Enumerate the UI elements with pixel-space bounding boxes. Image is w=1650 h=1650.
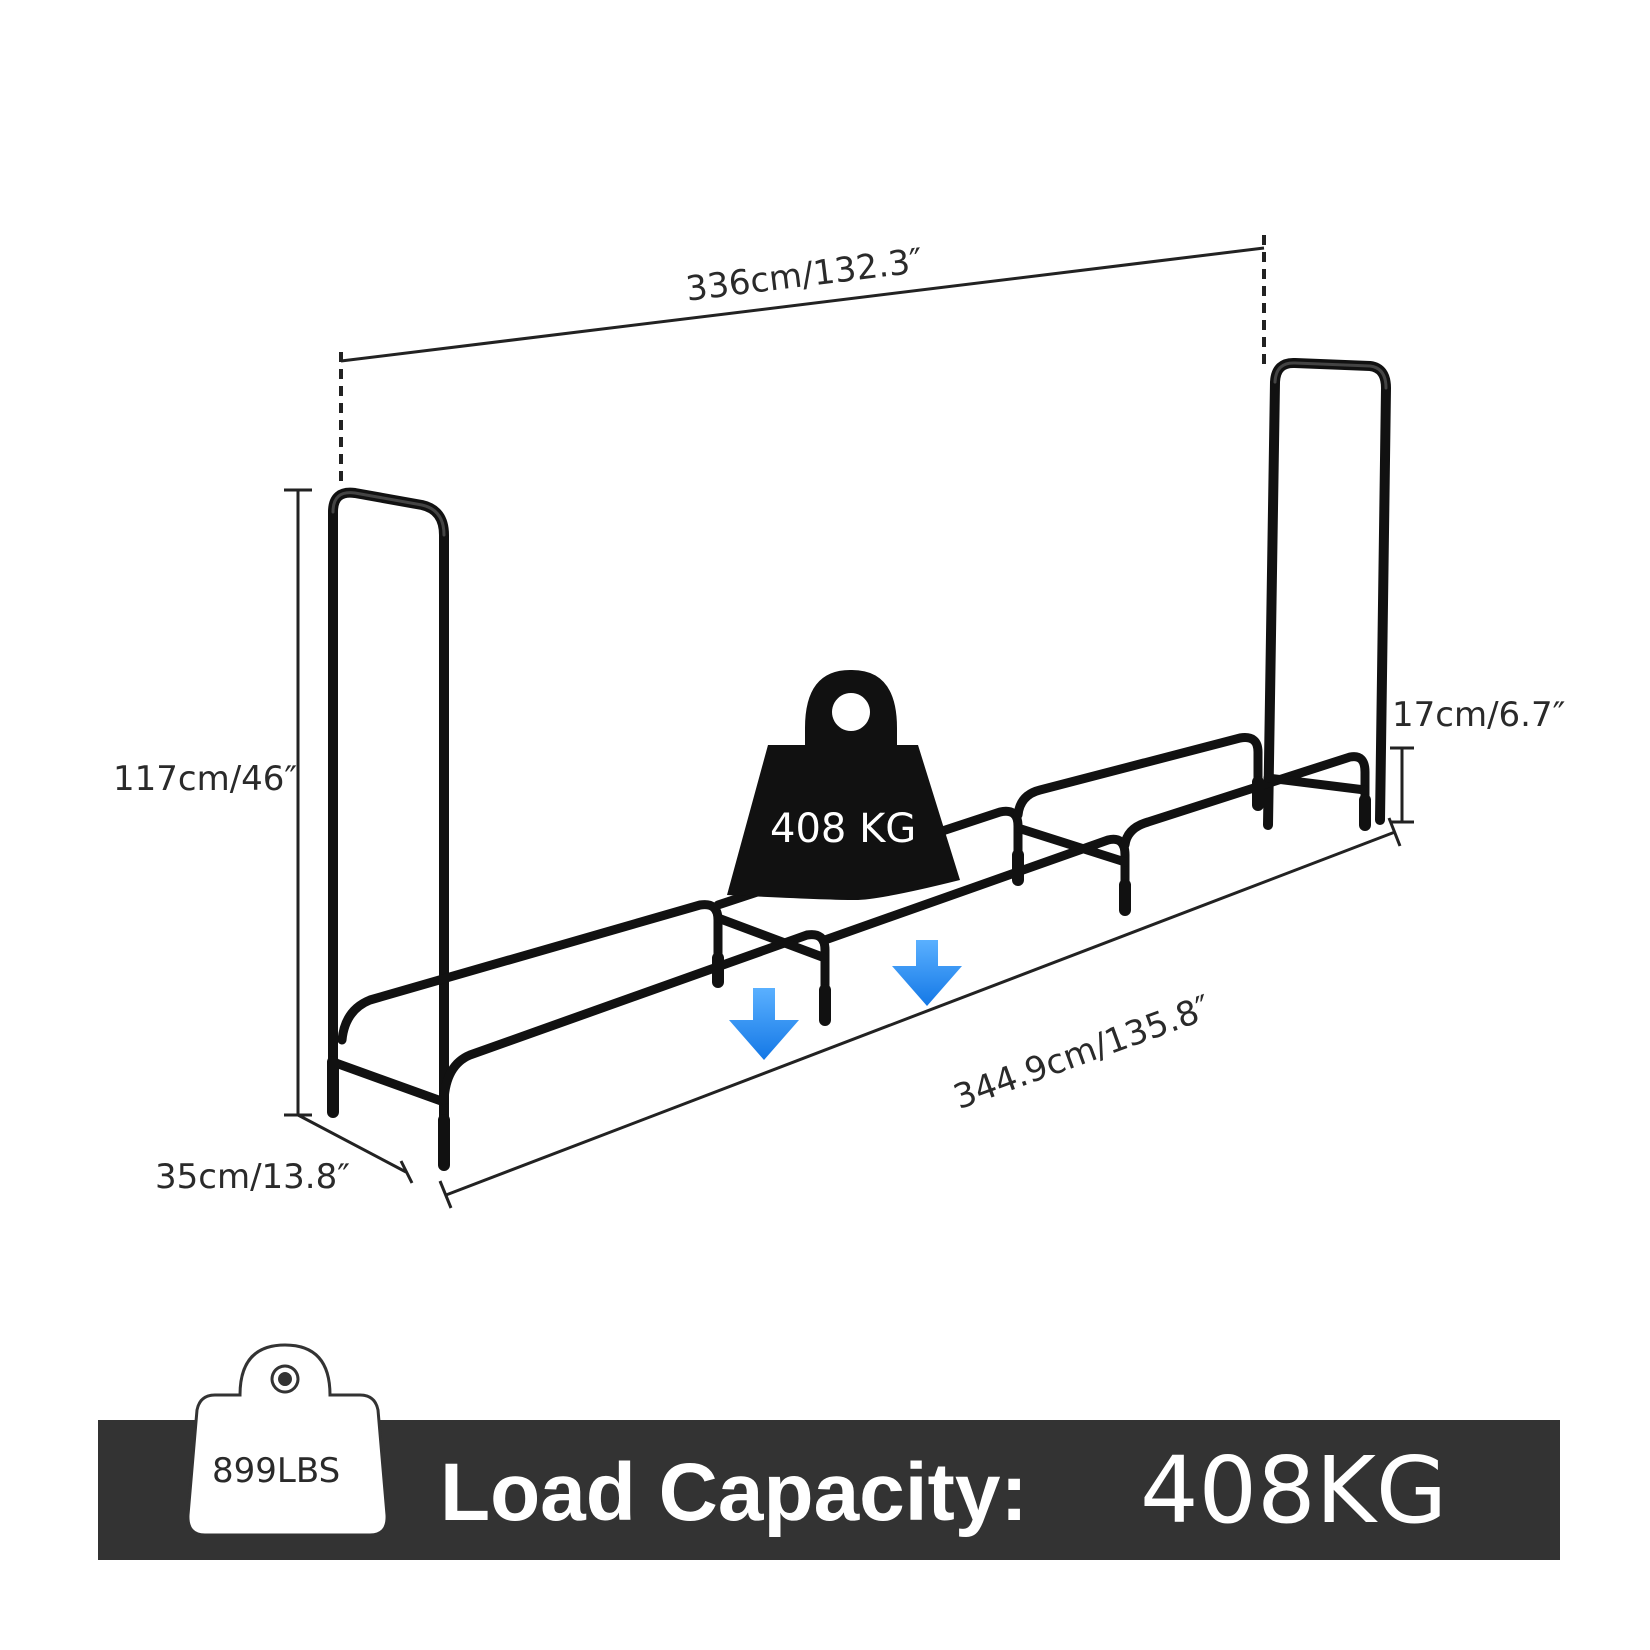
- weight-icon-label: 408 KG: [770, 806, 916, 852]
- weight-icon: 408 KG: [727, 670, 960, 900]
- load-capacity-banner: 899LBS Load Capacity: 408KG: [98, 1343, 1560, 1560]
- depth-dimension: 35cm/13.8″: [155, 1113, 414, 1197]
- banner-title: Load Capacity:: [440, 1447, 1028, 1538]
- top-length-label: 336cm/132.3″: [684, 241, 925, 310]
- badge-weight-label: 899LBS: [212, 1451, 340, 1491]
- base-height-label: 17cm/6.7″: [1392, 695, 1565, 735]
- weight-badge-icon: 899LBS: [186, 1343, 389, 1537]
- banner-value: 408KG: [1140, 1437, 1447, 1544]
- bottom-length-label: 344.9cm/135.8″: [948, 988, 1216, 1118]
- depth-label: 35cm/13.8″: [155, 1157, 350, 1197]
- height-dimension: 117cm/46″: [113, 488, 312, 1117]
- down-arrow-icon: [729, 988, 799, 1060]
- base-height-dimension: 17cm/6.7″: [1390, 695, 1565, 824]
- top-length-dimension: 336cm/132.3″: [339, 235, 1266, 482]
- firewood-rack: [327, 357, 1391, 1171]
- height-label: 117cm/46″: [113, 759, 297, 799]
- down-arrow-icon: [892, 940, 962, 1006]
